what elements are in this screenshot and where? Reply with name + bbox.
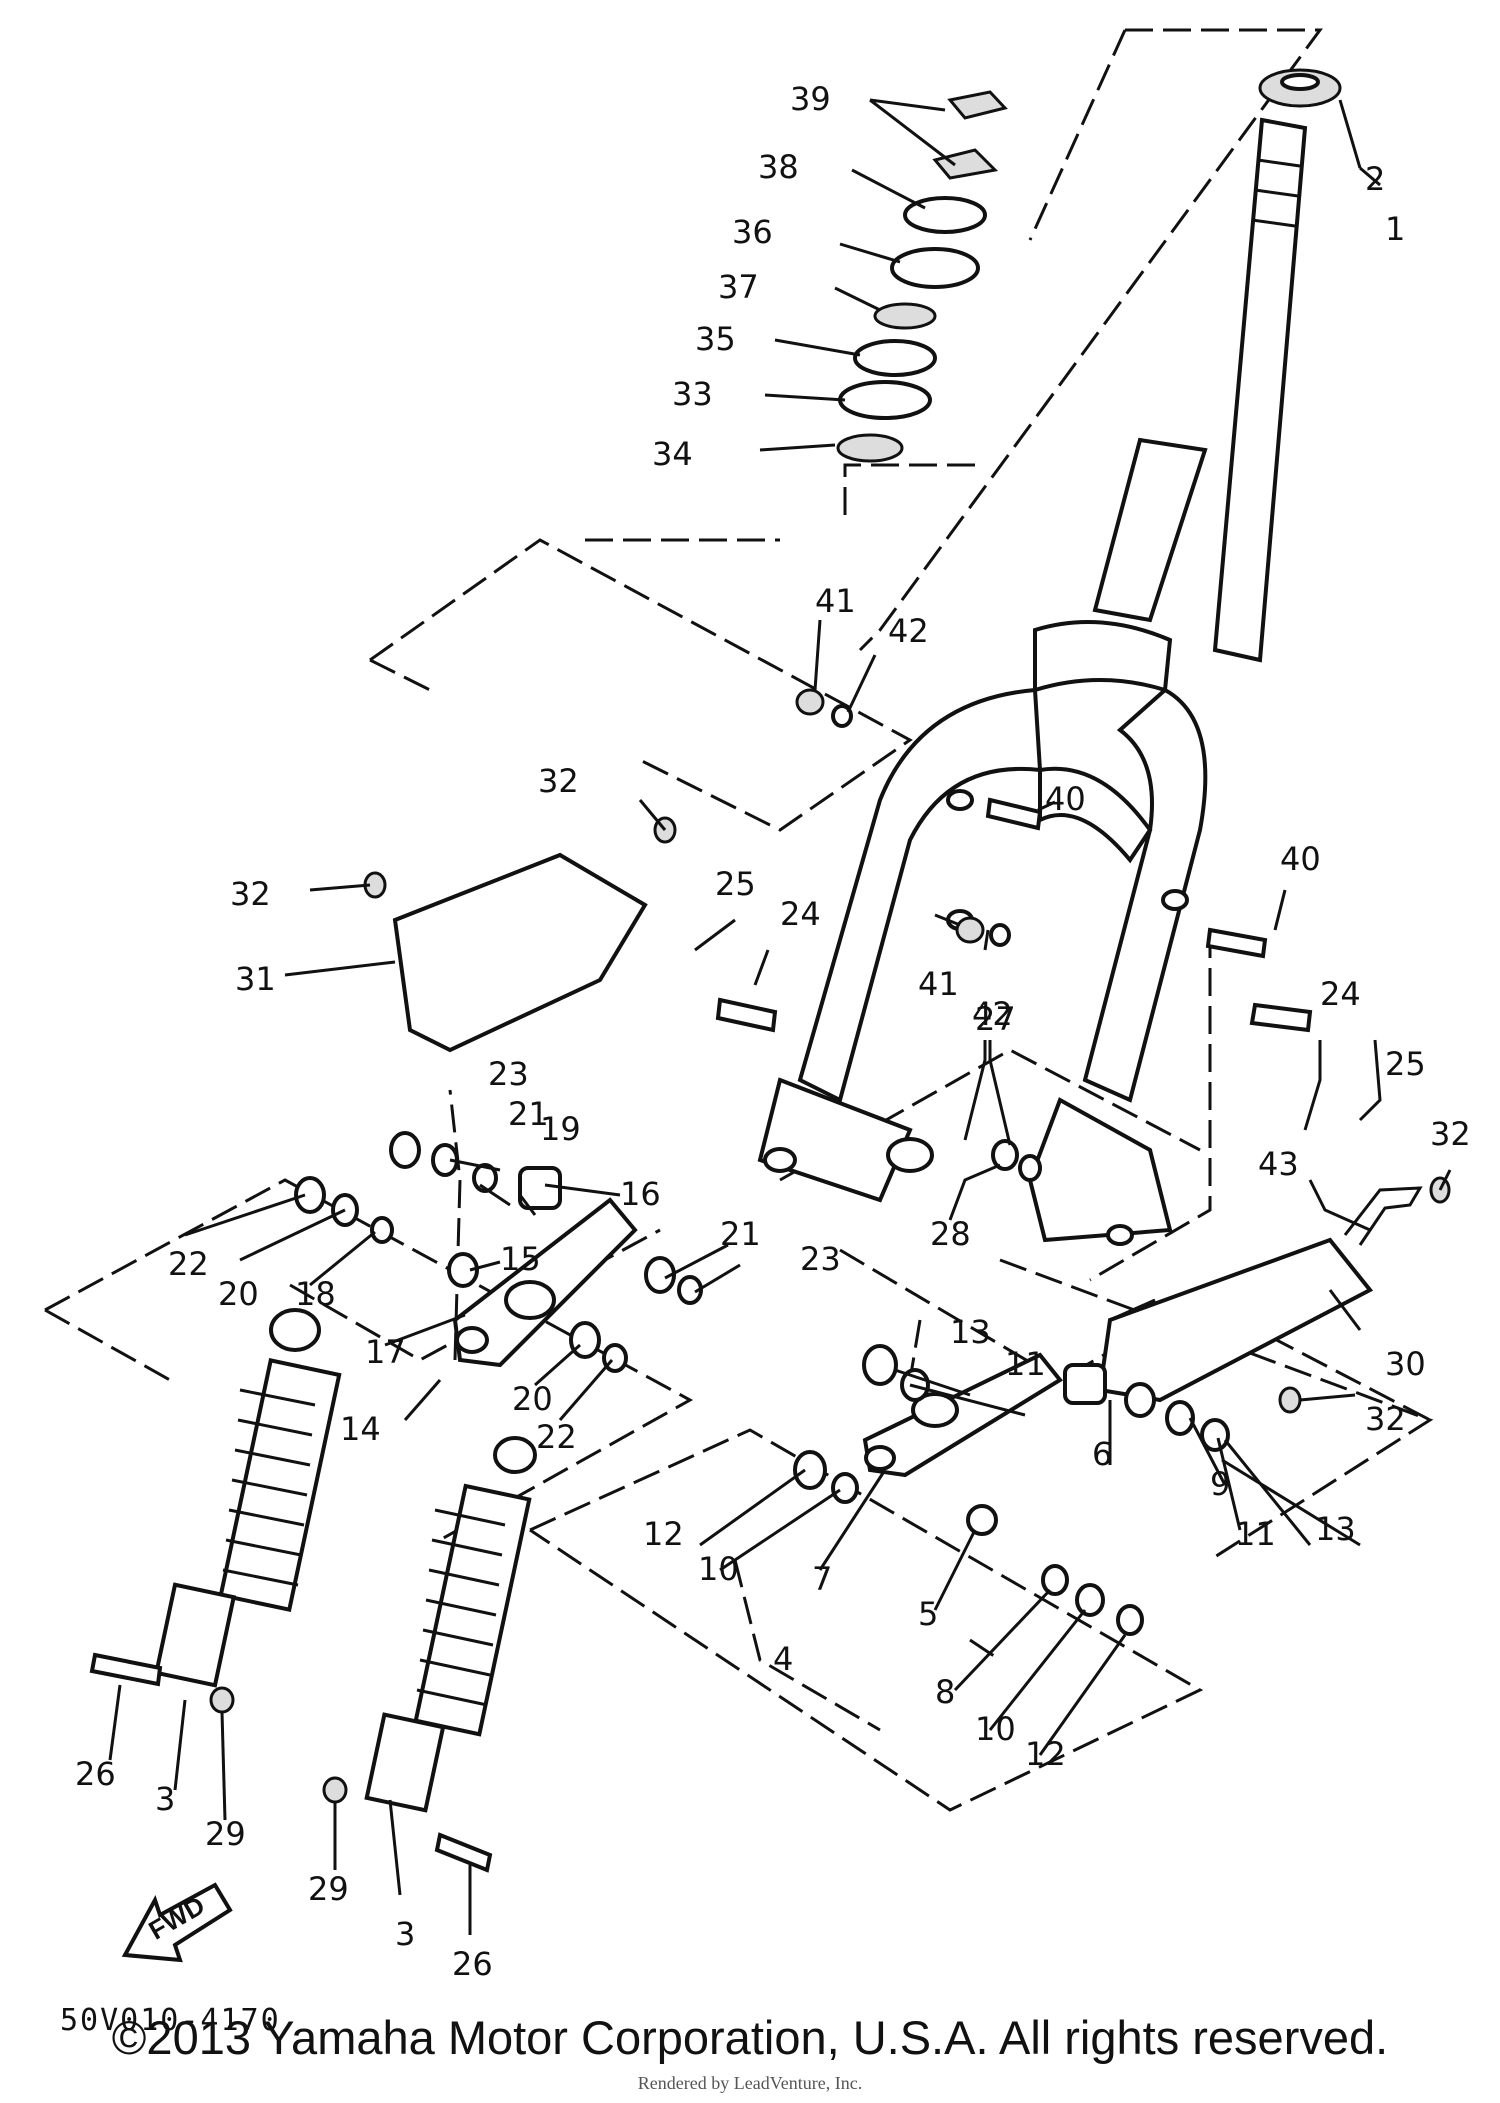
callout-26: 26 bbox=[452, 1945, 493, 1983]
shock-absorbers bbox=[153, 1308, 537, 1813]
callout-24: 24 bbox=[1320, 975, 1361, 1013]
callout-5: 5 bbox=[918, 1595, 938, 1633]
lower-link bbox=[862, 1352, 1063, 1478]
bearing-stack bbox=[836, 90, 1008, 463]
callout-16: 16 bbox=[620, 1175, 661, 1213]
callout-25: 25 bbox=[1385, 1045, 1426, 1083]
callout-20: 20 bbox=[218, 1275, 259, 1313]
callout-29: 29 bbox=[205, 1815, 246, 1853]
callout-39: 39 bbox=[790, 80, 831, 118]
callout-13: 13 bbox=[1315, 1510, 1356, 1548]
leader-lines bbox=[108, 98, 1452, 1935]
callout-34: 34 bbox=[652, 435, 693, 473]
callout-40: 40 bbox=[1045, 780, 1086, 818]
callout-3: 3 bbox=[155, 1780, 175, 1818]
steering-column bbox=[1033, 68, 1342, 693]
callout-36: 36 bbox=[732, 213, 773, 251]
callout-19: 19 bbox=[540, 1110, 581, 1148]
callout-31: 31 bbox=[235, 960, 276, 998]
callout-27: 27 bbox=[975, 1000, 1016, 1038]
callout-12: 12 bbox=[643, 1515, 684, 1553]
callout-32: 32 bbox=[1365, 1400, 1406, 1438]
callout-10: 10 bbox=[698, 1550, 739, 1588]
callout-43: 43 bbox=[1258, 1145, 1299, 1183]
callout-23: 23 bbox=[800, 1240, 841, 1278]
callout-2: 2 bbox=[1365, 160, 1385, 198]
callout-21: 21 bbox=[720, 1215, 761, 1253]
upper-rocker bbox=[452, 1197, 638, 1368]
callout-9: 9 bbox=[1210, 1465, 1230, 1503]
callout-42: 42 bbox=[888, 612, 929, 650]
hardware bbox=[89, 688, 1451, 1873]
callout-10: 10 bbox=[975, 1710, 1016, 1748]
callout-32: 32 bbox=[1430, 1115, 1471, 1153]
callout-13: 13 bbox=[950, 1313, 991, 1351]
callout-40: 40 bbox=[1280, 840, 1321, 878]
callout-12: 12 bbox=[1025, 1735, 1066, 1773]
callout-labels: 1 2 3 3 4 5 6 7 8 9 10 10 11 11 12 12 13… bbox=[75, 80, 1471, 1983]
callout-7: 7 bbox=[812, 1560, 832, 1598]
callout-24: 24 bbox=[780, 895, 821, 933]
callout-32: 32 bbox=[538, 762, 579, 800]
footrest-covers bbox=[392, 852, 1374, 1403]
rendered-by-credit: Rendered by LeadVenture, Inc. bbox=[637, 2073, 863, 2093]
callout-3: 3 bbox=[395, 1915, 415, 1953]
callout-35: 35 bbox=[695, 320, 736, 358]
callout-20: 20 bbox=[512, 1380, 553, 1418]
callout-4: 4 bbox=[773, 1640, 793, 1678]
callout-30: 30 bbox=[1385, 1345, 1426, 1383]
callout-41: 41 bbox=[918, 965, 959, 1003]
callout-41: 41 bbox=[815, 582, 856, 620]
callout-15: 15 bbox=[500, 1240, 541, 1278]
callout-8: 8 bbox=[935, 1673, 955, 1711]
callout-38: 38 bbox=[758, 148, 799, 186]
callout-32: 32 bbox=[230, 875, 271, 913]
callout-1: 1 bbox=[1385, 210, 1405, 248]
callout-6: 6 bbox=[1092, 1435, 1112, 1473]
part-code: 50V010-4170 bbox=[60, 2003, 281, 2038]
callout-18: 18 bbox=[295, 1275, 336, 1313]
callout-37: 37 bbox=[718, 268, 759, 306]
callout-22: 22 bbox=[536, 1418, 577, 1456]
callout-42: 42 bbox=[972, 995, 1013, 1033]
callout-14: 14 bbox=[340, 1410, 381, 1448]
callout-21: 21 bbox=[508, 1095, 549, 1133]
callout-17: 17 bbox=[365, 1333, 406, 1371]
callout-11: 11 bbox=[1235, 1515, 1276, 1553]
callout-28: 28 bbox=[930, 1215, 971, 1253]
callout-23: 23 bbox=[488, 1055, 529, 1093]
callout-25: 25 bbox=[715, 865, 756, 903]
callout-22: 22 bbox=[168, 1245, 209, 1283]
callout-26: 26 bbox=[75, 1755, 116, 1793]
fwd-arrow: FWD bbox=[121, 1882, 233, 1963]
callout-33: 33 bbox=[672, 375, 713, 413]
callout-29: 29 bbox=[308, 1870, 349, 1908]
fork-body bbox=[757, 687, 1208, 1246]
copyright-notice: ©2013 Yamaha Motor Corporation, U.S.A. A… bbox=[111, 2011, 1389, 2064]
callout-11: 11 bbox=[1005, 1345, 1046, 1383]
